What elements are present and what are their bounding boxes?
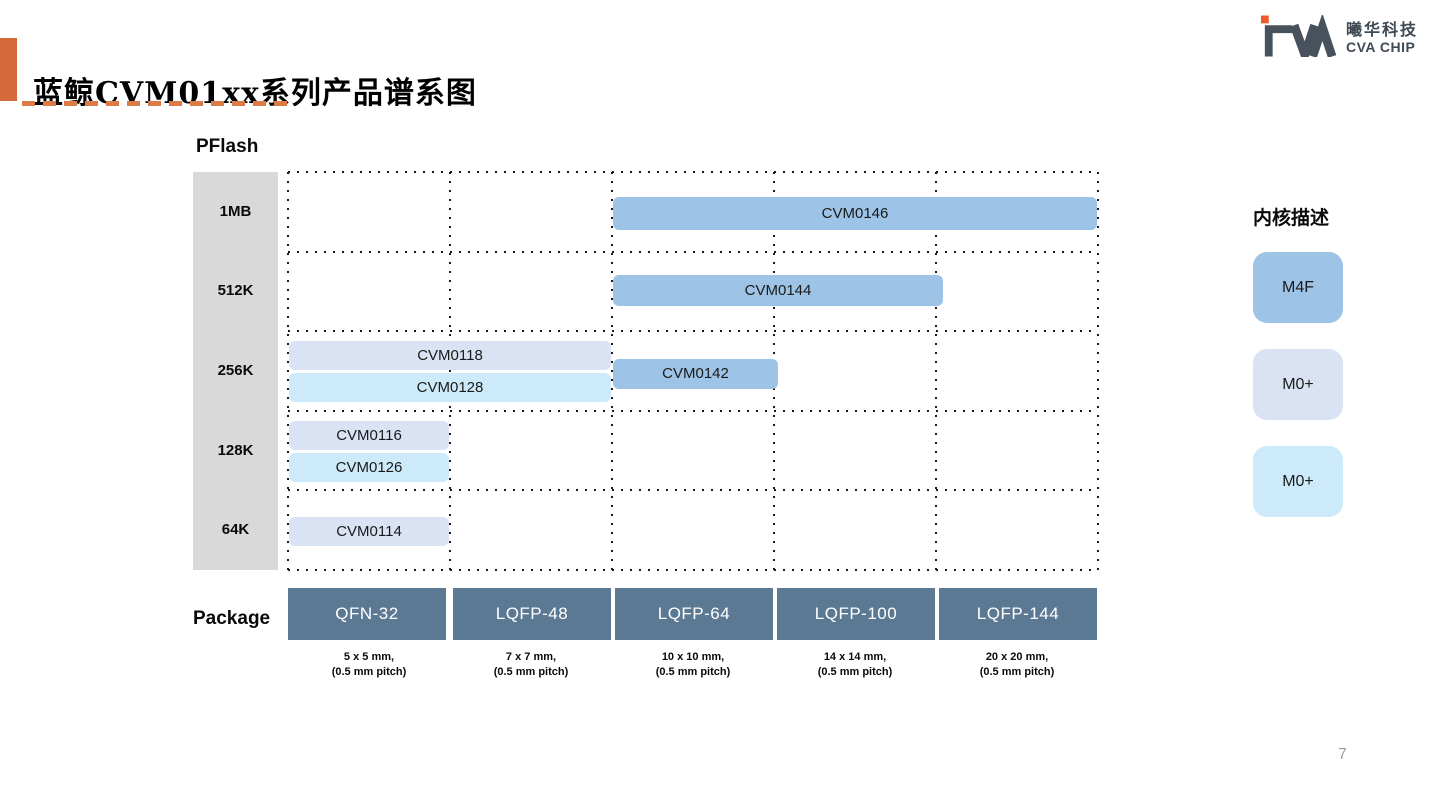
- grid-line-horizontal: [288, 171, 1098, 173]
- grid-line-vertical: [935, 172, 937, 570]
- package-axis-title: Package: [193, 608, 271, 629]
- page-number: 7: [1338, 746, 1347, 763]
- package-size-text: 5 x 5 mm,: [343, 651, 395, 663]
- product-bar-cvm0126: CVM0126: [289, 452, 449, 482]
- product-bar-cvm0144: CVM0144: [613, 274, 943, 306]
- package-size-text: 10 x 10 mm,: [661, 651, 725, 663]
- flash-size-label: 256K: [217, 362, 254, 379]
- product-bar-cvm0114: CVM0114: [289, 517, 449, 547]
- package-header-lqfp-144: LQFP-144: [939, 588, 1097, 640]
- flash-size-label: 128K: [217, 441, 254, 459]
- grid-line-vertical: [449, 172, 451, 570]
- product-bar-cvm0142: CVM0142: [613, 359, 778, 390]
- flash-size-label: 64K: [221, 521, 250, 539]
- package-pitch-text: (0.5 mm pitch): [979, 665, 1055, 678]
- pflash-axis-title: PFlash: [196, 136, 259, 157]
- legend-item-m0p-1: M0+: [1253, 349, 1343, 420]
- legend-item-m0p-2: M0+: [1253, 446, 1343, 517]
- company-name-cn: 曦华科技: [1345, 22, 1418, 39]
- package-pitch-text: (0.5 mm pitch): [331, 665, 407, 678]
- package-header-lqfp-48: LQFP-48: [453, 588, 611, 640]
- flash-size-label: 512K: [217, 282, 254, 300]
- grid-line-horizontal: [288, 409, 1098, 412]
- grid-line-horizontal: [288, 250, 1098, 253]
- package-header-qfn-32: QFN-32: [288, 588, 446, 640]
- package-caption: 20 x 20 mm, (0.5 mm pitch): [936, 650, 1098, 680]
- product-bar-cvm0146: CVM0146: [613, 197, 1097, 230]
- legend-title: 内核描述: [1253, 208, 1330, 229]
- grid-line-vertical: [611, 172, 613, 570]
- package-caption: 10 x 10 mm, (0.5 mm pitch): [612, 650, 774, 680]
- company-logo: 曦华科技 CVA CHIP: [1259, 13, 1418, 68]
- package-size-text: 20 x 20 mm,: [985, 651, 1049, 663]
- package-caption: 7 x 7 mm, (0.5 mm pitch): [450, 650, 612, 680]
- package-caption: 5 x 5 mm, (0.5 mm pitch): [288, 650, 450, 680]
- package-pitch-text: (0.5 mm pitch): [493, 665, 569, 678]
- pflash-axis-track: [193, 172, 278, 570]
- title-accent-bar: [0, 38, 17, 101]
- grid-line-horizontal: [288, 569, 1098, 571]
- package-header-lqfp-64: LQFP-64: [615, 588, 773, 640]
- package-pitch-text: (0.5 mm pitch): [655, 665, 731, 678]
- package-pitch-text: (0.5 mm pitch): [817, 665, 893, 678]
- cva-logo-icon: [1259, 13, 1337, 68]
- package-header-lqfp-100: LQFP-100: [777, 588, 935, 640]
- legend-item-m4f-0: M4F: [1253, 252, 1343, 323]
- flash-size-label: 1MB: [219, 202, 252, 220]
- package-size-text: 7 x 7 mm,: [505, 651, 557, 663]
- package-size-text: 14 x 14 mm,: [823, 651, 887, 663]
- company-name: 曦华科技 CVA CHIP: [1346, 22, 1418, 55]
- grid-line-vertical: [1097, 172, 1099, 570]
- product-bar-cvm0128: CVM0128: [289, 373, 611, 403]
- package-caption: 14 x 14 mm, (0.5 mm pitch): [774, 650, 936, 680]
- grid-line-horizontal: [288, 330, 1098, 333]
- company-name-en: CVA CHIP: [1345, 38, 1416, 55]
- title-underline: [22, 101, 294, 106]
- product-bar-cvm0116: CVM0116: [289, 420, 449, 450]
- grid-line-horizontal: [288, 489, 1098, 492]
- product-bar-cvm0118: CVM0118: [289, 341, 611, 371]
- grid-line-vertical: [287, 172, 289, 570]
